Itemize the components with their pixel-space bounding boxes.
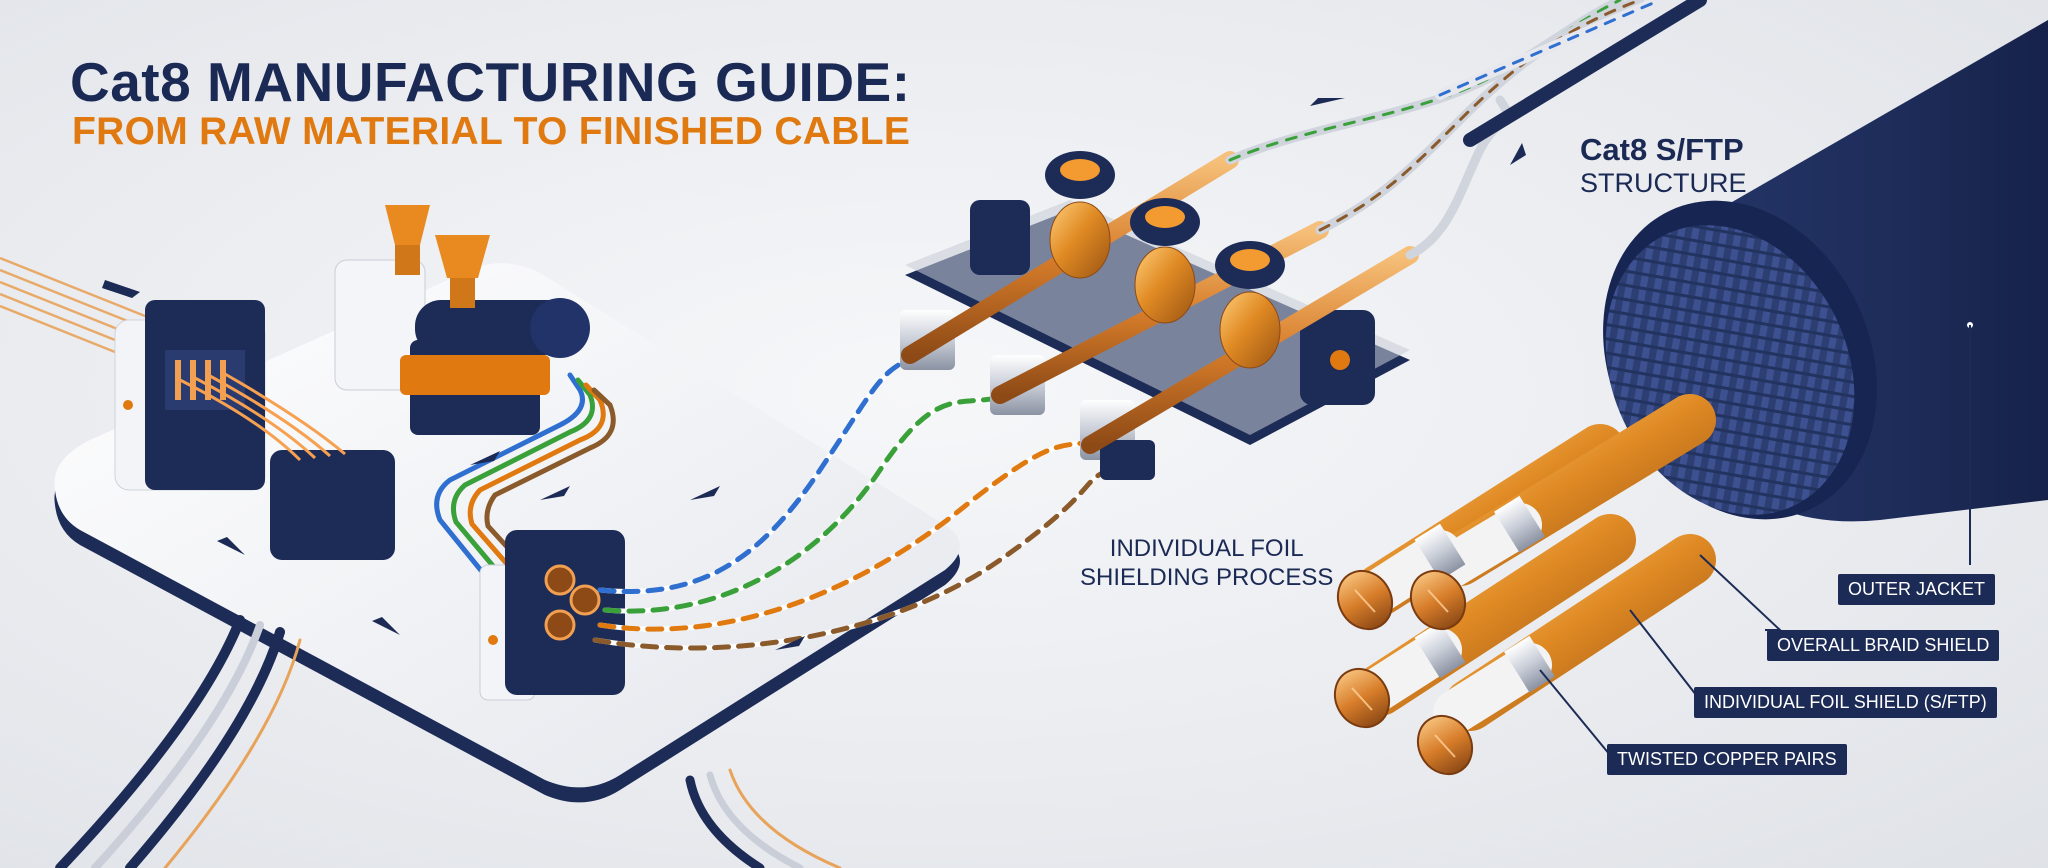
- floor-conduits: [55, 615, 842, 868]
- page-subtitle: FROM RAW MATERIAL TO FINISHED CABLE: [72, 110, 911, 153]
- process-label-line1: INDIVIDUAL FOIL: [1109, 535, 1304, 562]
- wire-drawing-machine: [114, 300, 395, 560]
- insulated-wire-route: [434, 372, 616, 603]
- structure-subtitle: STRUCTURE: [1580, 168, 1747, 198]
- callout-foil-shield: INDIVIDUAL FOIL SHIELD (S/FTP): [1694, 687, 1997, 718]
- shielded-pairs-output: [1225, 0, 1707, 260]
- flow-arrows: [102, 98, 1526, 650]
- process-label-line2: SHIELDING PROCESS: [1080, 564, 1334, 591]
- page-title: Cat8 MANUFACTURING GUIDE:: [70, 51, 911, 113]
- foil-shielding-station: [900, 151, 1419, 480]
- callout-copper-pairs: TWISTED COPPER PAIRS: [1607, 744, 1847, 775]
- process-label: INDIVIDUAL FOIL SHIELDING PROCESS: [1080, 534, 1333, 592]
- pair-twisting-machine: [479, 530, 625, 701]
- twisted-pairs-to-shielding: [592, 352, 1113, 651]
- finished-cable-cutaway: [1333, 20, 2048, 776]
- callout-outer-jacket: OUTER JACKET: [1838, 574, 1996, 605]
- callout-braid-shield: OVERALL BRAID SHIELD: [1767, 630, 2000, 661]
- insulation-extruder: [334, 205, 590, 435]
- structure-title: Cat8 S/FTP: [1580, 132, 1744, 167]
